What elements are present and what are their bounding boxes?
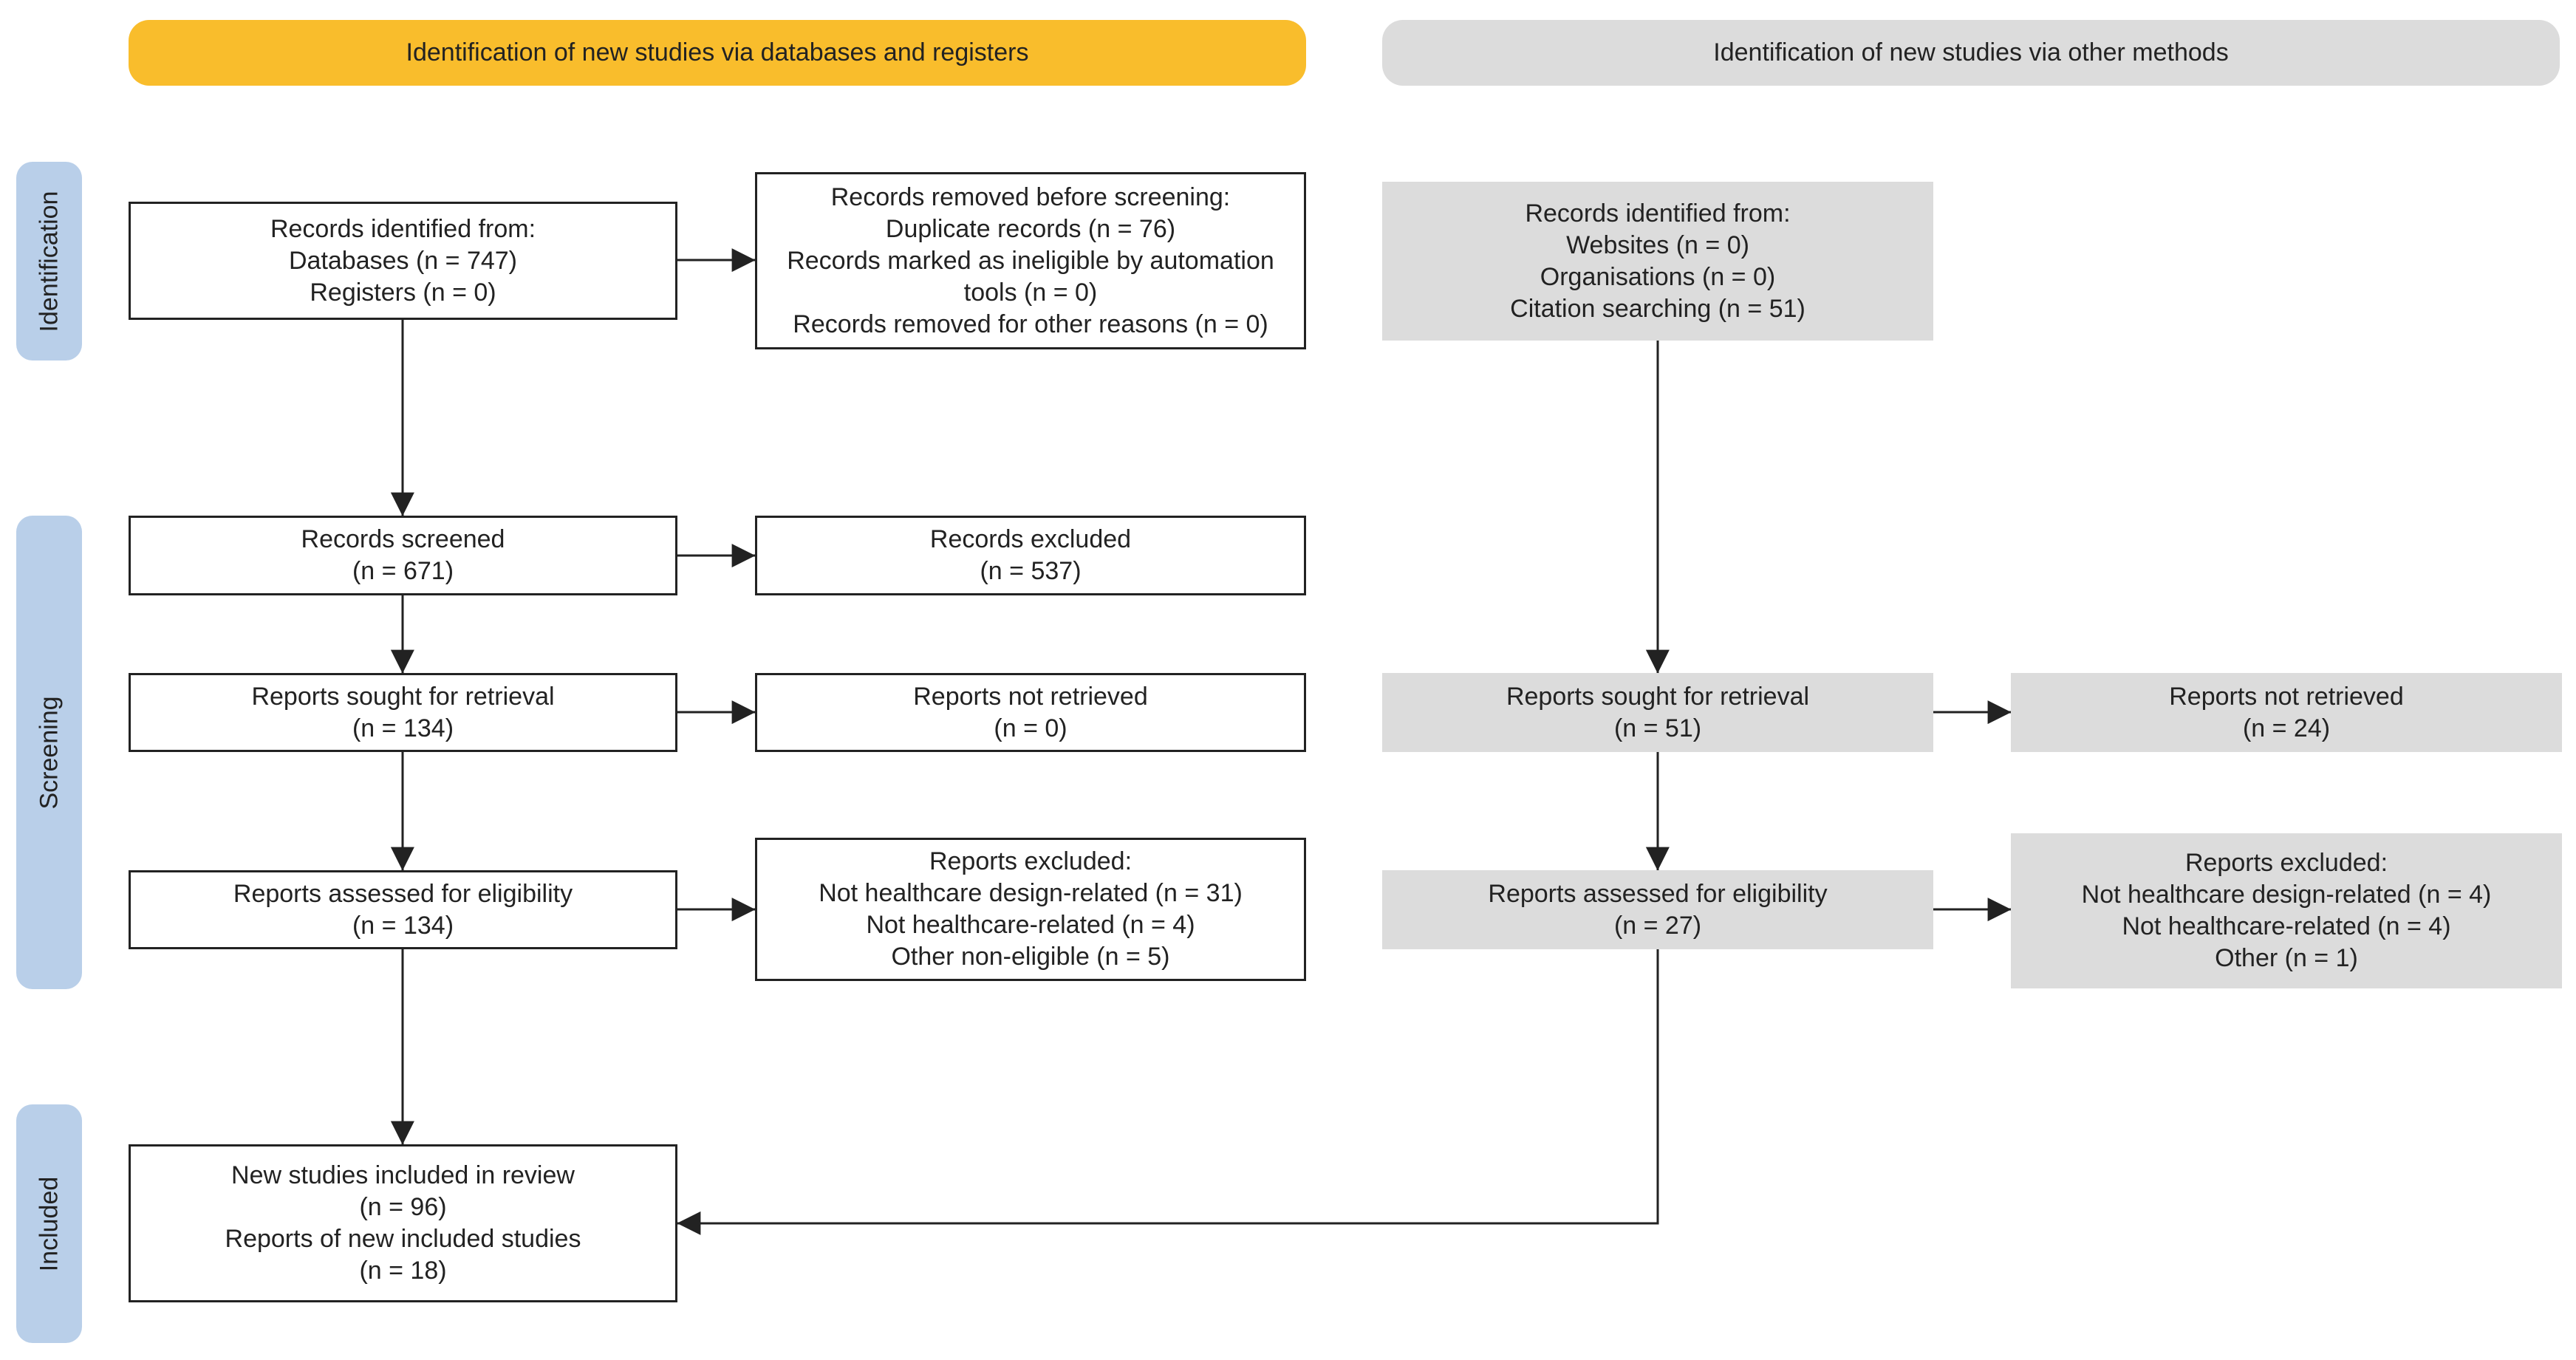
header-other-methods: Identification of new studies via other … (1382, 20, 2560, 86)
box-records-excluded: Records excluded (n = 537) (755, 516, 1306, 595)
box-reports-sought-retrieval: Reports sought for retrieval (n = 134) (129, 673, 677, 752)
text-line: Reports not retrieved (2169, 682, 2404, 711)
box-other-reports-excluded: Reports excluded: Not healthcare design-… (2011, 833, 2562, 988)
stage-screening: Screening (16, 516, 82, 989)
text-line: Reports sought for retrieval (1506, 682, 1810, 711)
text-line: Not healthcare-related (n = 4) (2122, 912, 2451, 940)
box-other-reports-not-retrieved: Reports not retrieved (n = 24) (2011, 673, 2562, 752)
header-databases-label: Identification of new studies via databa… (406, 38, 1029, 66)
text-line: Records removed for other reasons (n = 0… (793, 310, 1268, 338)
text-line: Records excluded (929, 525, 1132, 553)
box-reports-not-retrieved: Reports not retrieved (n = 0) (755, 673, 1306, 752)
text-line: Websites (n = 0) (1566, 230, 1749, 259)
text-line: (n = 18) (359, 1257, 447, 1285)
text-line: (n = 96) (359, 1193, 447, 1221)
text-line: Not healthcare-related (n = 4) (866, 911, 1195, 939)
text-line: Reports not retrieved (913, 682, 1148, 711)
text-line: Records removed before screening: (830, 182, 1231, 211)
box-new-studies-included: New studies included in review (n = 96) … (129, 1144, 677, 1302)
text-line: Records marked as ineligible by automati… (787, 246, 1274, 275)
text-line: Organisations (n = 0) (1540, 262, 1776, 291)
stage-included: Included (16, 1104, 82, 1343)
text-line: Records identified from: (1525, 199, 1791, 228)
text-line: (n = 51) (1613, 714, 1702, 742)
stage-screening-label: Screening (35, 695, 63, 810)
box-records-screened: Records screened (n = 671) (129, 516, 677, 595)
text-line: Duplicate records (n = 76) (885, 214, 1176, 243)
box-other-reports-assessed: Reports assessed for eligibility (n = 27… (1382, 870, 1933, 949)
text-line: Reports sought for retrieval (251, 682, 555, 711)
text-line: Reports assessed for eligibility (1488, 879, 1828, 908)
box-reports-excluded: Reports excluded: Not healthcare design-… (755, 838, 1306, 981)
text-line: (n = 0) (994, 714, 1067, 742)
box-other-records-identified: Records identified from: Websites (n = 0… (1382, 182, 1933, 341)
header-other-label: Identification of new studies via other … (1713, 38, 2229, 66)
text-line: Citation searching (n = 51) (1510, 294, 1805, 323)
text-line: (n = 27) (1613, 911, 1702, 940)
arrow-other-assessed-to-included (677, 949, 1659, 1235)
text-line: Other (n = 1) (2215, 944, 2358, 972)
text-line: Databases (n = 747) (288, 246, 518, 275)
text-line: (n = 134) (352, 714, 454, 742)
text-line: Registers (n = 0) (310, 278, 496, 307)
stage-identification-label: Identification (35, 191, 63, 332)
text-line: (n = 24) (2242, 714, 2331, 742)
text-line: (n = 537) (980, 557, 1082, 585)
stage-included-label: Included (35, 1176, 63, 1271)
box-other-reports-sought: Reports sought for retrieval (n = 51) (1382, 673, 1933, 752)
text-line: Reports excluded: (929, 847, 1132, 875)
text-line: Reports assessed for eligibility (233, 879, 573, 908)
text-line: Other non-eligible (n = 5) (891, 943, 1170, 971)
text-line: Records identified from: (270, 214, 536, 243)
text-line: New studies included in review (231, 1161, 575, 1189)
text-line: tools (n = 0) (963, 278, 1098, 307)
stage-identification: Identification (16, 162, 82, 360)
text-line: (n = 671) (352, 557, 454, 585)
text-line: Not healthcare design-related (n = 31) (819, 879, 1243, 907)
text-line: Not healthcare design-related (n = 4) (2081, 881, 2492, 909)
text-line: Records screened (301, 525, 505, 553)
box-reports-assessed-eligibility: Reports assessed for eligibility (n = 13… (129, 870, 677, 949)
text-line: Reports excluded: (2184, 849, 2388, 877)
box-records-removed-before-screening: Records removed before screening: Duplic… (755, 172, 1306, 349)
text-line: (n = 134) (352, 911, 454, 940)
header-databases-registers: Identification of new studies via databa… (129, 20, 1306, 86)
box-records-identified-databases: Records identified from: Databases (n = … (129, 202, 677, 320)
text-line: Reports of new included studies (225, 1225, 581, 1253)
